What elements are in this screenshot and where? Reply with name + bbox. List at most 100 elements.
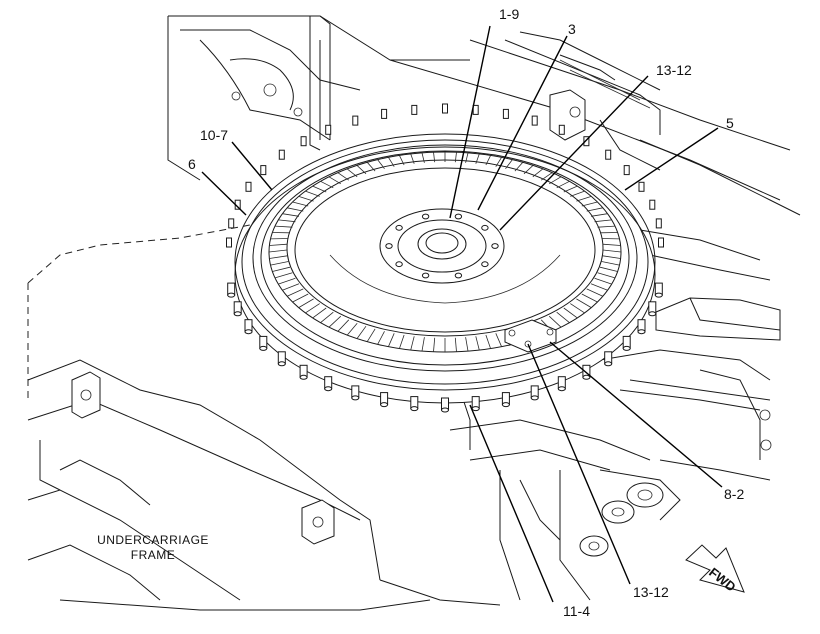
gear-tooth	[272, 266, 291, 272]
bolt	[227, 282, 236, 298]
bolt	[654, 282, 663, 298]
gear-tooth	[292, 293, 309, 303]
bolt	[226, 237, 232, 248]
bolt	[582, 364, 591, 380]
callout-3: 3	[568, 21, 576, 37]
bolt	[352, 115, 359, 126]
hub-bolt	[481, 224, 489, 231]
bolt	[278, 149, 285, 160]
gear-tooth	[532, 168, 544, 178]
bolt	[324, 376, 333, 392]
callout-labels: 1-9 3 13-12 5 10-7 6 8-2 13-12 11-4	[188, 6, 744, 619]
gear-tooth	[590, 213, 608, 217]
bolt	[531, 115, 538, 126]
callout-13-12-bottom: 13-12	[633, 584, 669, 600]
gear-tooth	[586, 207, 603, 212]
gear-tooth	[433, 337, 436, 352]
gear-tooth	[287, 288, 304, 297]
bolt	[442, 103, 448, 114]
gear-tooth	[576, 196, 592, 202]
swing-bearing-assembly	[226, 103, 664, 413]
gear-tooth	[433, 152, 436, 163]
gear-tooth	[356, 165, 367, 175]
gear-tooth	[570, 190, 585, 197]
gear-tooth	[377, 331, 385, 345]
gear-tooth	[312, 185, 327, 193]
upper-frame-structure	[167, 15, 801, 460]
gear-tooth	[601, 261, 620, 266]
gear-tooth	[337, 319, 350, 332]
bolt	[233, 301, 242, 317]
gear-tooth	[581, 201, 598, 207]
hub-bolt	[481, 261, 489, 268]
bolt	[228, 218, 235, 229]
bolt	[655, 218, 662, 229]
gear-tooth	[597, 225, 616, 228]
bolt	[245, 181, 252, 192]
gear-tooth	[282, 283, 300, 291]
gear-tooth	[268, 249, 288, 253]
leader-3	[477, 35, 568, 211]
gear-tooth	[594, 277, 612, 285]
gear-tooth	[312, 307, 327, 319]
leader-lines	[201, 25, 723, 603]
ring-bolts	[226, 103, 664, 413]
forward-direction-arrow: FWD	[685, 544, 745, 595]
bolt	[658, 237, 664, 248]
gear-tooth	[388, 333, 395, 347]
gear-tooth	[421, 337, 425, 352]
frame-label-line2: FRAME	[131, 548, 176, 562]
bolt	[471, 396, 480, 412]
bolt	[638, 181, 645, 192]
gear-tooth	[495, 333, 502, 347]
bolt	[557, 376, 566, 392]
gear-tooth	[556, 311, 570, 324]
hub-bolt	[454, 213, 463, 220]
gear-tooth	[602, 255, 621, 259]
gear-tooth	[274, 272, 293, 279]
callout-1-9: 1-9	[499, 6, 519, 22]
gear-tooth	[597, 272, 616, 279]
leader-8-2	[549, 341, 723, 488]
callout-6: 6	[188, 156, 196, 172]
gear-tooth	[366, 328, 376, 342]
gear-tooth	[602, 243, 621, 246]
hub-bolt	[454, 272, 463, 279]
hub-bolt	[491, 243, 499, 249]
bolt	[501, 392, 510, 408]
hub-bolt	[395, 224, 403, 231]
gear-tooth	[410, 153, 415, 164]
gear-tooth	[399, 155, 405, 166]
gear-tooth	[278, 277, 296, 285]
leader-10-7	[231, 141, 273, 191]
gear-tooth	[320, 311, 334, 324]
hub-bolt	[385, 243, 393, 249]
gear-tooth	[465, 152, 469, 163]
gear-tooth	[454, 337, 457, 352]
gear-tooth	[548, 315, 562, 328]
gear-tooth	[274, 225, 293, 228]
gear-tooth	[328, 315, 342, 328]
gear-tooth	[305, 303, 320, 314]
bolt	[351, 385, 360, 401]
bolt	[260, 165, 267, 176]
gear-tooth	[410, 336, 415, 351]
bolt	[530, 385, 539, 401]
bolt	[605, 149, 612, 160]
gear-tooth	[485, 334, 491, 349]
gear-tooth	[465, 337, 469, 352]
gear-tooth	[540, 172, 553, 181]
gear-tooth	[269, 255, 288, 259]
bolt	[410, 396, 419, 412]
hub-bolts	[385, 213, 499, 279]
bolt	[472, 104, 479, 115]
gear-tooth	[485, 155, 491, 166]
bolt	[300, 136, 307, 147]
bolt	[502, 108, 509, 119]
gear-tooth	[388, 157, 395, 167]
bolt	[381, 108, 388, 119]
gear-tooth	[495, 157, 502, 167]
bolt	[622, 335, 631, 351]
gear-tooth	[356, 325, 367, 339]
